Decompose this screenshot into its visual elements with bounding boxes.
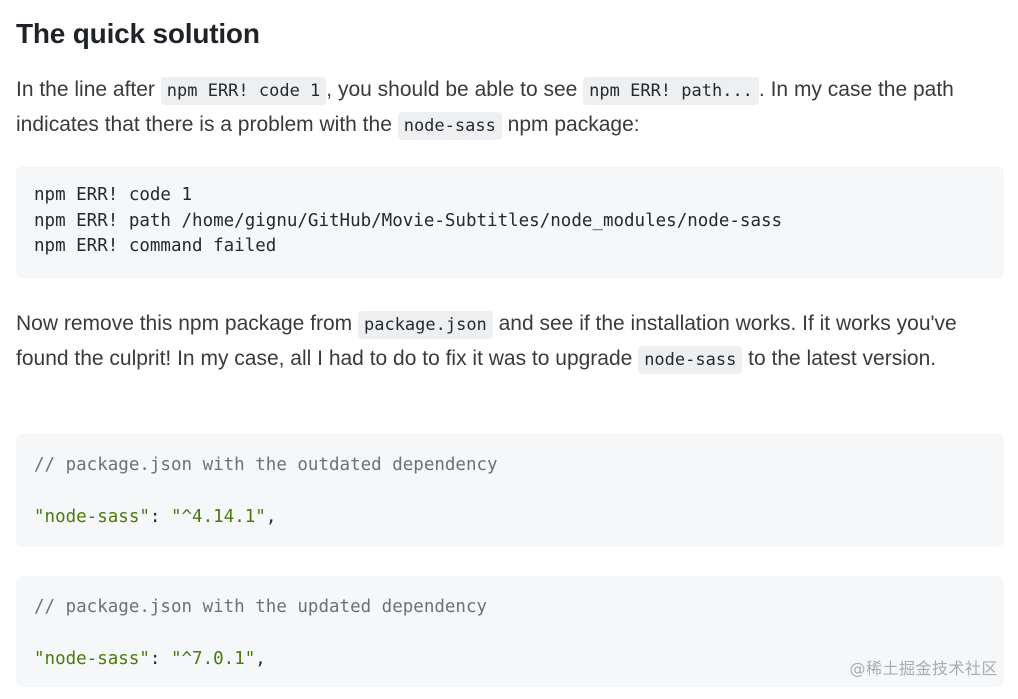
- paragraph-text: Now remove this npm package from: [16, 312, 358, 335]
- paragraph-fix: Now remove this npm package from package…: [16, 307, 1004, 377]
- blank-line: [34, 620, 986, 646]
- json-colon: :: [149, 507, 171, 527]
- paragraph-text: and see if the installation works. If it…: [16, 312, 957, 370]
- code-line: npm ERR! path /home/gignu/GitHub/Movie-S…: [34, 210, 783, 231]
- json-value: "^7.0.1": [170, 649, 256, 669]
- code-comment: // package.json with the updated depende…: [34, 597, 488, 617]
- code-comment: // package.json with the outdated depend…: [34, 455, 498, 475]
- code-line: npm ERR! command failed: [34, 236, 277, 256]
- json-comma: ,: [255, 649, 266, 669]
- inline-code: npm ERR! path...: [583, 77, 759, 105]
- paragraph-text: , you should be able to see: [326, 78, 584, 101]
- paragraph-text: to the latest version.: [742, 347, 937, 370]
- inline-code: node-sass: [638, 346, 743, 374]
- code-line: npm ERR! code 1: [34, 185, 193, 205]
- json-comma: ,: [265, 507, 277, 527]
- inline-code: npm ERR! code 1: [160, 77, 327, 105]
- inline-code: package.json: [357, 311, 493, 339]
- outdated-dependency-code-block[interactable]: // package.json with the outdated depend…: [16, 434, 1004, 547]
- watermark: @稀土掘金技术社区: [849, 659, 998, 678]
- json-colon: :: [149, 649, 171, 669]
- inline-code: node-sass: [397, 112, 502, 140]
- code-line: "node-sass": "^4.14.1",: [34, 504, 986, 530]
- json-key: "node-sass": [34, 507, 150, 527]
- section-heading: The quick solution: [16, 18, 260, 49]
- paragraph-text: In the line after: [16, 78, 161, 101]
- json-value: "^4.14.1": [170, 507, 266, 527]
- paragraph-text: . In my case the path indicates that the…: [16, 78, 954, 136]
- updated-dependency-code-block[interactable]: // package.json with the updated depende…: [16, 576, 1004, 687]
- error-log-code-block[interactable]: npm ERR! code 1 npm ERR! path /home/gignu…: [16, 166, 1004, 278]
- json-key: "node-sass": [34, 649, 150, 669]
- paragraph-text: npm package:: [501, 113, 640, 136]
- code-line: "node-sass": "^7.0.1",: [34, 646, 986, 672]
- blank-line: [34, 478, 986, 504]
- paragraph-intro: In the line after npm ERR! code 1, you s…: [16, 73, 1004, 143]
